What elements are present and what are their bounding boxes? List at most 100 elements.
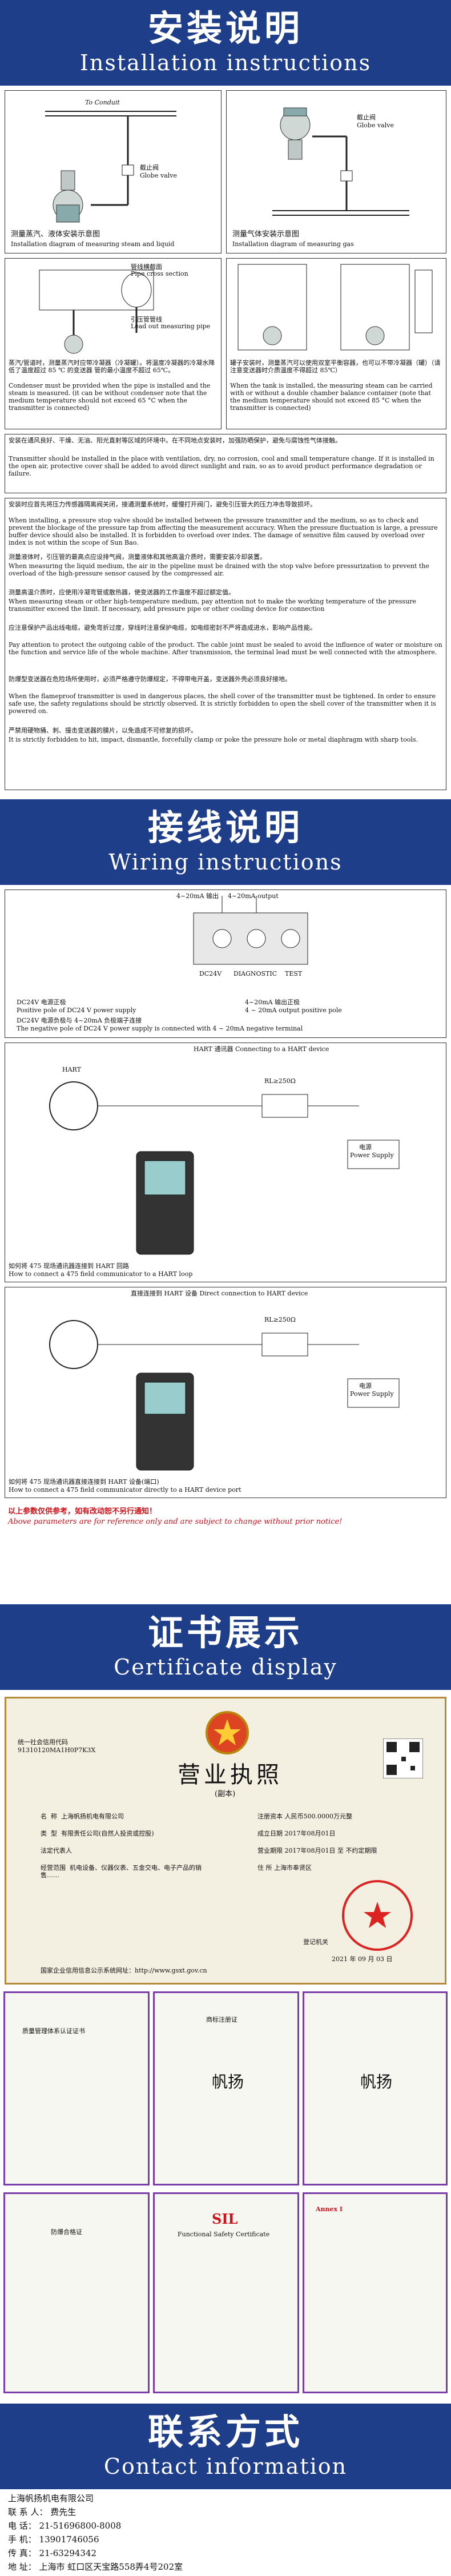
wiring-section: 4~20mA 输出 4~20mA output DC24V DIAGNOSTIC… [0, 885, 451, 1604]
hart-direct-rl: RL≥250Ω [264, 1316, 296, 1323]
terminal-row1-right-zh: 4~20mA 输出正极 [245, 999, 300, 1006]
business-license: 统一社会信用代码 91310120MA1H0P7K3X 营业执照 (副本) 名 … [5, 1697, 446, 1985]
cert-quality: 质量管理体系认证证书 [3, 1991, 150, 2185]
certs-title-en: Certificate display [114, 1655, 337, 1680]
terminal-row2-zh: DC24V 电源负极与 4~20mA 负极端子连接 [17, 1017, 142, 1024]
certs-section: 统一社会信用代码 91310120MA1H0P7K3X 营业执照 (副本) 名 … [0, 1690, 451, 2404]
cert-trademark-1-sub: 商标注册证 [206, 2016, 237, 2023]
install-banner: 安装说明 Installation instructions [0, 0, 451, 86]
certs-title-zh: 证书展示 [147, 1612, 303, 1653]
install-note-9-en: It is strictly forbidden to hit, impact,… [9, 736, 418, 743]
disclaimer-en: Above parameters are for reference only … [8, 1518, 343, 1526]
caption-hart-loop-en: How to connect a 475 field communicator … [9, 1270, 193, 1278]
license-row-4: 经营范围 机电设备、仪器仪表、五金交电、电子产品的销售…… [41, 1864, 202, 1879]
gas-valve-label-zh: 截止阀 [357, 114, 376, 121]
license-registrar: 登记机关 [303, 1938, 328, 1946]
national-emblem-icon [206, 1711, 249, 1754]
contact-fax: 传 真： 21-63294342 [8, 2548, 97, 2558]
terminal-row1-left-en: Positive pole of DC24 V power supply [17, 1007, 136, 1014]
license-date: 2021 年 09 月 03 日 [332, 1955, 393, 1963]
license-right-2: 成立日期 2017年08月01日 [257, 1830, 336, 1837]
license-right-3: 营业期限 2017年08月01日 至 不约定期限 [257, 1847, 377, 1854]
hart-direct-ps-en: Power Supply [350, 1390, 394, 1398]
terminal-output-zh: 4~20mA 输出 [176, 892, 219, 900]
license-row-3: 法定代表人 [41, 1847, 72, 1854]
caption-hart-loop-zh: 如何将 475 现场通讯器连接到 HART 回路 [9, 1262, 129, 1270]
cert-annex: Annex I [303, 2192, 448, 2393]
conduit-label: To Conduit [85, 99, 120, 106]
install-section: To Conduit 截止阀 Globe valve 测量蒸汽、液体安装示意图 … [0, 86, 451, 799]
install-note-5-en: When measuring the liquid medium, the ai… [9, 562, 429, 577]
install-note-4-en: When installing, a pressure stop valve s… [9, 517, 438, 546]
disclaimer-zh: 以上参数仅供参考，如有改动恕不另行通知！ [8, 1507, 157, 1516]
terminal-row2-en: The negative pole of DC24 V power supply… [17, 1025, 303, 1032]
install-note-4-zh: 安装时应首先将压力传感器隔离阀关闭，接通测量系统时，缓慢打开阀门，避免引压管大的… [9, 501, 316, 508]
terminal-drawing [193, 896, 308, 965]
lead-pipe-label-en: Lead out measuring pipe [131, 323, 211, 330]
hart-loop-ps-en: Power Supply [350, 1152, 394, 1159]
cert-trademark-2-title: 帆扬 [360, 2072, 393, 2091]
cert-explosion-proof: 防爆合格证 [3, 2192, 150, 2393]
contact-section: 上海帆扬机电有限公司 联 系 人： 费先生 电 话： 21-51696800-8… [0, 2489, 451, 2576]
install-note-3-zh: 安装在通风良好、干燥、无油、阳光直射等区域的环境中。在不同地点安装时，加强防晒保… [9, 437, 341, 444]
hart-loop-drawing [49, 1081, 400, 1255]
terminal-diagnostic: DIAGNOSTIC [233, 970, 277, 977]
caption-hart-direct-zh: 如何将 475 现场通讯器直接连接到 HART 设备(端口) [9, 1478, 159, 1486]
globe-valve-label-en: Globe valve [140, 172, 177, 179]
hart-loop-ps-zh: 电源 [359, 1144, 372, 1151]
cert-quality-title: 质量管理体系认证证书 [22, 2027, 85, 2035]
terminal-row1-left-zh: DC24V 电源正极 [17, 999, 66, 1006]
install-note-7-en: Pay attention to protect the outgoing ca… [9, 641, 442, 656]
license-row-2: 类 型 有限责任公司(自然人投资或控股) [41, 1830, 154, 1837]
pipe-section-label-zh: 管线横截面 [131, 263, 162, 271]
caption-gas-zh: 测量气体安装示意图 [232, 230, 300, 239]
install-note-1-en: Condenser must be provided when the pipe… [9, 382, 211, 412]
tank-drawing [237, 264, 433, 351]
contact-company: 上海帆扬机电有限公司 [8, 2493, 94, 2503]
cert-sil-sub: Functional Safety Certificate [178, 2231, 270, 2238]
cert-sil-title: SIL [212, 2211, 238, 2227]
license-title: 营业执照 [178, 1762, 283, 1788]
install-note-6-zh: 测量高温介质时，应使用冷凝弯管或散热器，使变送器的工作温度不超过额定值。 [9, 589, 235, 596]
hart-direct-ps-zh: 电源 [359, 1382, 372, 1390]
tank-diagram: 罐子安装时，测量蒸汽可以使用双室平衡容器，也可以不带冷凝器（罐）（请注意变送器时… [226, 258, 446, 429]
contact-title-zh: 联系方式 [147, 2411, 303, 2453]
caption-gas-en: Installation diagram of measuring gas [232, 240, 354, 248]
gas-drawing [272, 107, 409, 216]
hart-direct-title: 直接连接到 HART 设备 Direct connection to HART … [131, 1290, 308, 1297]
lead-pipe-label-zh: 引压管管线 [131, 316, 162, 323]
license-footer: 国家企业信用信息公示系统网址：http://www.gsxt.gov.cn [41, 1967, 207, 1974]
install-note-3: 安装在通风良好、干燥、无油、阳光直射等区域的环境中。在不同地点安装时，加强防晒保… [5, 434, 446, 493]
terminal-row1-right-en: 4 ~ 20mA output positive pole [245, 1007, 342, 1014]
pipe-section-diagram: 管线横截面 Pipe cross section 引压管管线 Lead out … [5, 258, 222, 429]
install-note-2-en: When the tank is installed, the measurin… [230, 382, 433, 412]
install-note-6-en: When measuring steam or other high-tempe… [9, 598, 416, 613]
pipe-section-drawing [39, 269, 154, 354]
contact-address: 地 址： 上海市 虹口区天宝路558弄4号202室 [8, 2562, 183, 2572]
caption-steam-liquid-en: Installation diagram of measuring steam … [11, 240, 175, 248]
cert-annex-title: Annex I [316, 2205, 343, 2213]
install-title-zh: 安装说明 [147, 7, 303, 49]
install-notes-list: 安装时应首先将压力传感器隔离阀关闭，接通测量系统时，缓慢打开阀门，避免引压管大的… [5, 498, 446, 790]
hart-loop-diagram: HART 通讯器 Connecting to a HART device RL≥… [5, 1043, 446, 1282]
hart-direct-drawing [49, 1320, 400, 1471]
license-code-label: 统一社会信用代码 [18, 1738, 68, 1746]
install-note-7-zh: 应注意保护产品出线电缆，避免弯折过度，穿线时注意保护电缆，如电缆密封不严将造成进… [9, 624, 316, 631]
pipe-section-label-en: Pipe cross section [131, 270, 188, 277]
hart-direct-diagram: 直接连接到 HART 设备 Direct connection to HART … [5, 1287, 446, 1498]
hart-loop-rl: RL≥250Ω [264, 1077, 296, 1085]
license-right-4: 住 所 上海市奉贤区 [257, 1864, 312, 1871]
cert-explosion-title: 防爆合格证 [51, 2228, 82, 2236]
terminal-test: TEST [285, 970, 303, 977]
cert-trademark-2: 帆扬 [303, 1991, 448, 2185]
steam-liquid-drawing [45, 111, 176, 223]
install-note-1-zh: 蒸汽/管道时，测量蒸汽时应带冷凝器（冷凝罐）。将温度冷凝器的冷凝水降低了温度超过… [9, 359, 215, 374]
license-right-1: 注册资本 人民币500.0000万元整 [257, 1813, 352, 1820]
terminal-dc24v: DC24V [199, 970, 222, 977]
install-note-5-zh: 测量液体时，引压管的最高点应设排气阀，测量液体和其他高温介质时，需要安装冷却装置… [9, 553, 266, 561]
install-note-9-zh: 严禁用硬物捅、刺、撞击变送器的膜片，以免造成不可修复的损坏。 [9, 727, 197, 734]
wiring-title-zh: 接线说明 [147, 807, 303, 848]
install-title-en: Installation instructions [79, 50, 372, 75]
install-note-8-zh: 防爆型变送器在危险场所使用时，必须严格遵守防爆规定，不得带电开盖，变送器外壳必须… [9, 675, 291, 683]
license-row-1: 名 称 上海帆扬机电有限公司 [41, 1813, 124, 1820]
